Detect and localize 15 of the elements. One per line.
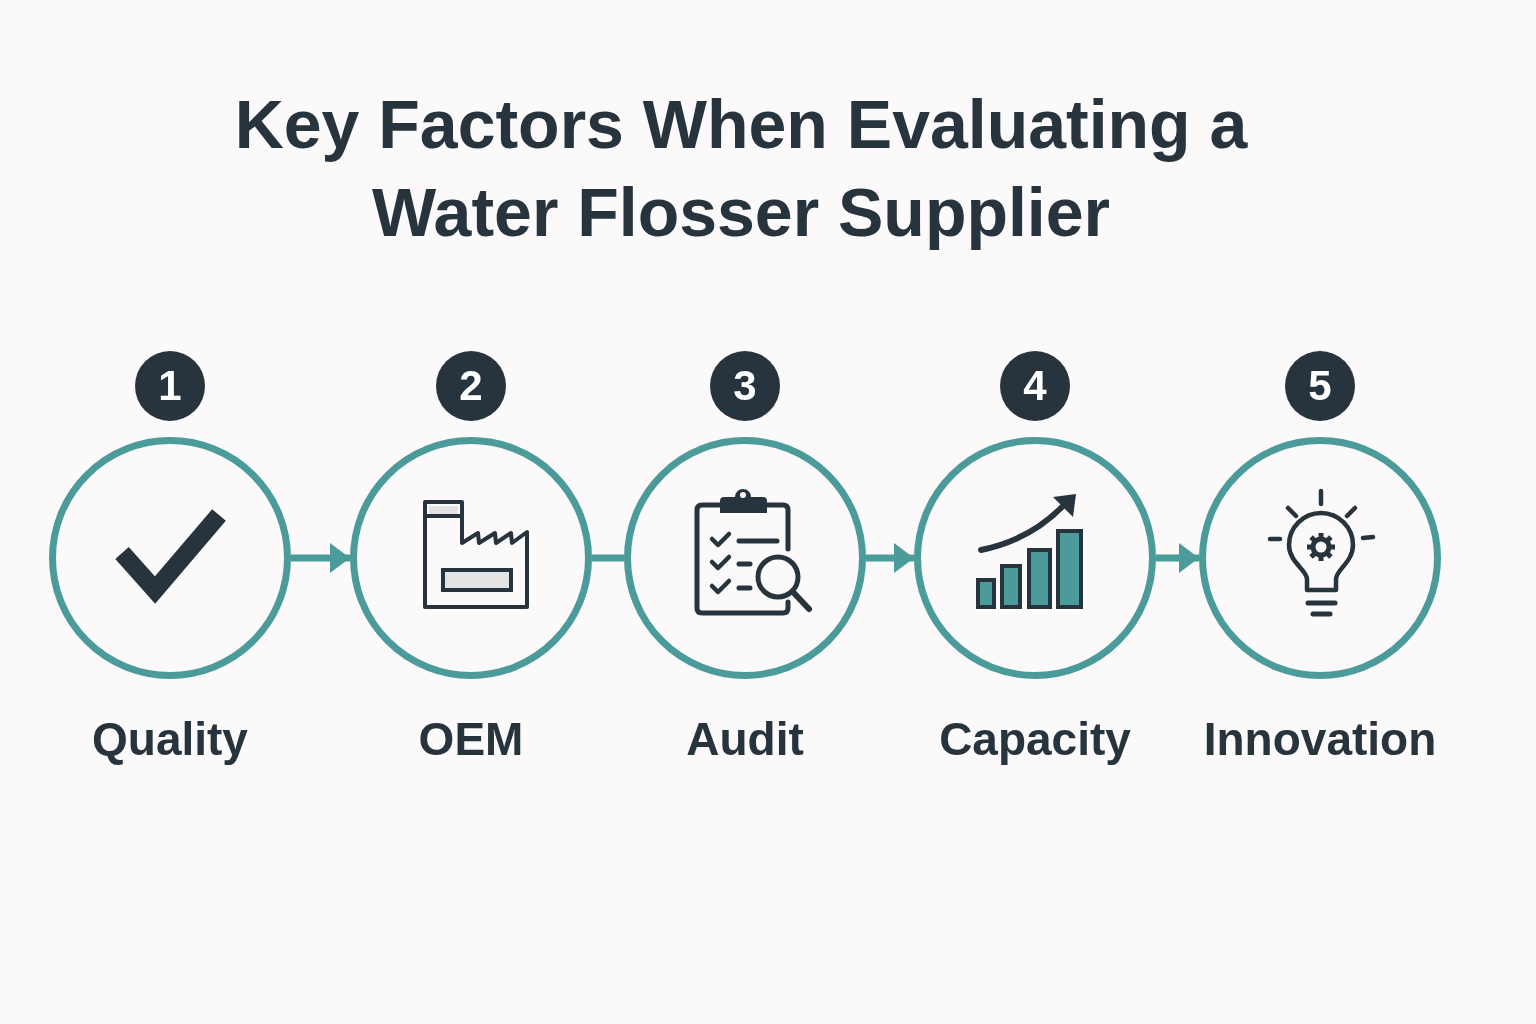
step-label: Innovation bbox=[1203, 712, 1437, 767]
step-label: OEM bbox=[418, 712, 524, 767]
number-badge: 3 bbox=[710, 351, 780, 421]
arrow bbox=[866, 543, 914, 573]
step-label: Audit bbox=[686, 712, 804, 767]
arrow bbox=[291, 543, 350, 573]
number-badge: 1 bbox=[135, 351, 205, 421]
title: Key Factors When Evaluating a Water Flosser Supplier bbox=[233, 85, 1249, 252]
step-label: Quality bbox=[92, 712, 248, 767]
step-label: Capacity bbox=[939, 712, 1131, 767]
arrow bbox=[1156, 543, 1199, 573]
number-badge: 5 bbox=[1285, 351, 1355, 421]
connector-line bbox=[592, 554, 624, 562]
number-badge: 2 bbox=[436, 351, 506, 421]
number-badge: 4 bbox=[1000, 351, 1070, 421]
